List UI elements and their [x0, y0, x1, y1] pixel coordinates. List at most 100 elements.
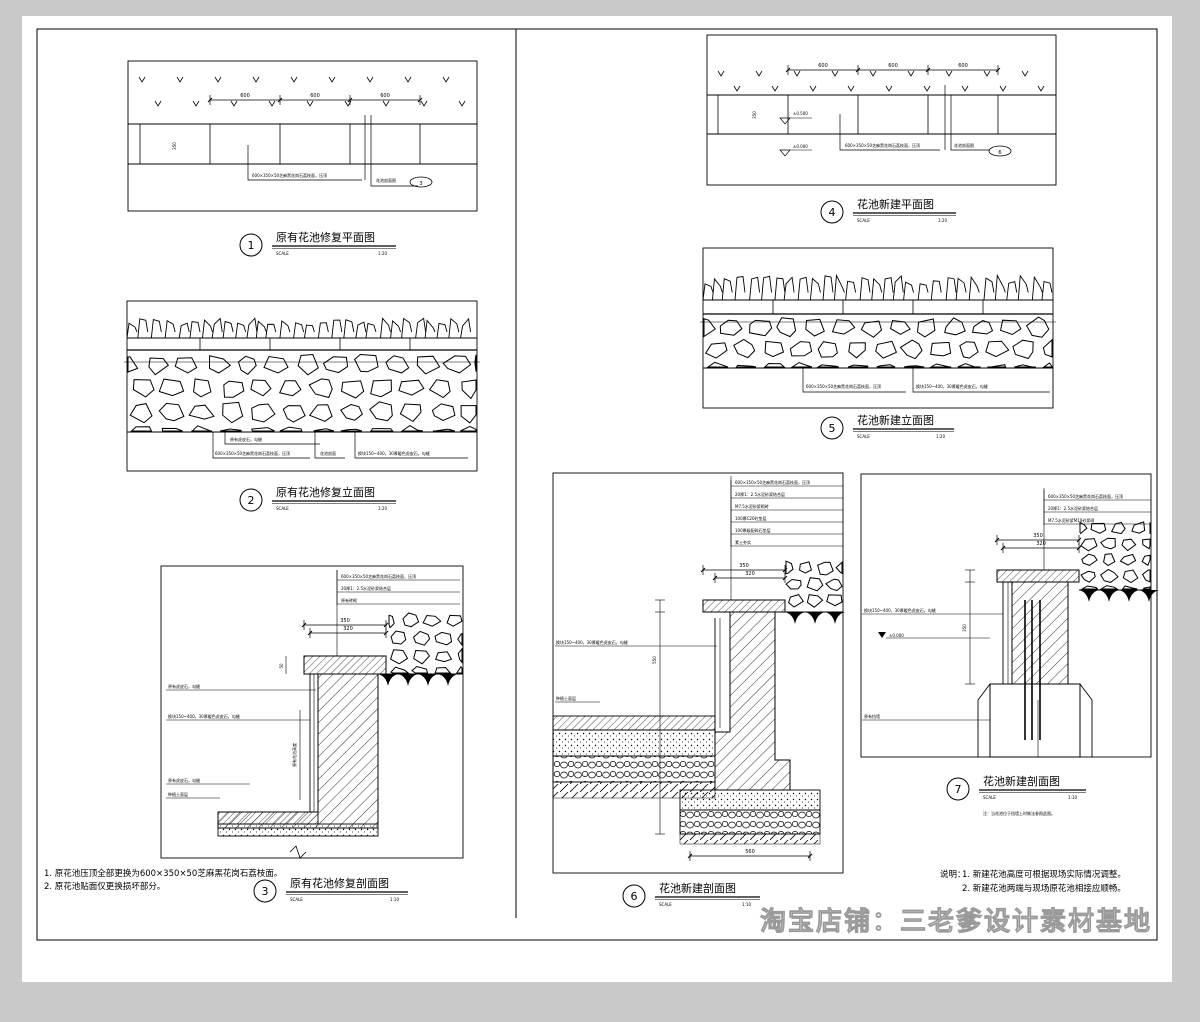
- cap-stone: [968, 275, 980, 301]
- drawing-number: 1: [248, 239, 255, 252]
- leader-line: [370, 124, 418, 187]
- drawing-number: 2: [248, 494, 255, 507]
- stone: [161, 427, 183, 432]
- dim-label: 600: [240, 93, 250, 99]
- watermark: 淘宝店铺：三老爹设计素材基地: [760, 906, 1151, 938]
- stone: [282, 405, 306, 423]
- cap-stone: [424, 319, 436, 339]
- stone: [1122, 569, 1139, 584]
- grass-mark: [1037, 85, 1045, 92]
- retaining-wall-edge: [977, 683, 1093, 757]
- layer-note: M7.5水泥砂浆砌砖: [735, 503, 769, 509]
- dim-slash: [782, 575, 788, 581]
- callout-text: 600×350×50芝麻黑花岗石荔枝面，压顶: [215, 450, 290, 456]
- callout: 600×350×50芝麻黑花岗石荔枝面，压顶: [802, 368, 906, 393]
- stone: [442, 355, 472, 374]
- grass-mark: [771, 85, 779, 92]
- stone: [188, 404, 215, 420]
- cap-stone: [137, 318, 149, 339]
- notes-right: 说明：1. 新建花池高度可根据现场实际情况调整。2. 新建花池两端与现场原花池相…: [940, 869, 1126, 894]
- cap-stone: [994, 273, 1006, 301]
- note-line: 1. 原花池压顶全部更换为600×350×50芝麻黑花岗石荔枝面。: [44, 868, 282, 879]
- callout-text: 花池剖面: [320, 450, 336, 456]
- coping-stone: [303, 655, 387, 675]
- section-note: 注：当花池位于挡墙上时做法参照此图。: [983, 810, 1055, 816]
- left-gravel-layer: [552, 755, 716, 783]
- section-6: 600×350×50芝麻黑花岗石荔枝面，压顶20厚1：2.5水泥砂浆结合层M7.…: [552, 472, 845, 874]
- grass-mark: [252, 76, 260, 83]
- stone: [191, 425, 213, 432]
- stone: [222, 401, 244, 424]
- stone: [1100, 537, 1116, 550]
- drawing-title: 原有花池修复剖面图: [290, 876, 389, 890]
- soil-tufts: [1079, 590, 1159, 602]
- leader-line: [247, 145, 362, 181]
- cap-stone: [460, 317, 472, 339]
- dim-slash: [1000, 545, 1006, 551]
- cap-stone: [202, 319, 213, 339]
- scale-ratio: 1:20: [936, 434, 945, 439]
- tuft: [398, 674, 418, 686]
- cap-stone: [721, 278, 733, 301]
- stone: [390, 630, 407, 645]
- stone: [1042, 362, 1053, 368]
- drawing-number-circle: [253, 879, 277, 903]
- stone: [904, 365, 925, 368]
- stone: [1099, 585, 1119, 590]
- layer-note: 原有砖砌: [341, 597, 357, 603]
- stone: [1080, 585, 1099, 590]
- dim-slash: [994, 537, 1000, 543]
- stone: [223, 380, 245, 398]
- section-ref: 3: [419, 181, 422, 187]
- left-label: 原有虎皮石，勾缝: [168, 683, 200, 689]
- drawing-number: 4: [829, 206, 836, 219]
- stone: [1042, 338, 1053, 358]
- stone: [158, 402, 185, 422]
- stone: [413, 649, 431, 665]
- cap-stone: [1017, 274, 1029, 301]
- stone: [817, 561, 834, 576]
- cap-stone: [390, 319, 402, 339]
- callout-text: 花池剖面图: [954, 142, 974, 148]
- layer-note: 100厚C20砼垫层: [735, 515, 767, 521]
- dim-slash: [1076, 545, 1082, 551]
- dimension-chain: 320: [307, 626, 389, 638]
- stone: [876, 364, 896, 368]
- stone: [308, 404, 333, 422]
- dim-label: 320: [343, 626, 353, 632]
- stone: [340, 428, 363, 432]
- dim-label: 350: [739, 563, 749, 569]
- cap-stone: [380, 317, 391, 339]
- left-concrete-layer: [552, 729, 716, 757]
- dim-label: 320: [1036, 541, 1046, 547]
- scale-label: SCALE: [857, 218, 870, 223]
- grass-mark: [458, 100, 466, 107]
- paper: [22, 16, 1172, 982]
- scale-ratio: 1:10: [742, 902, 751, 907]
- dimension-chain: 560: [687, 849, 813, 861]
- cap-stone: [871, 277, 883, 301]
- elevation-frame-5: [702, 247, 1054, 409]
- stone: [369, 401, 393, 422]
- cap-stone: [279, 320, 291, 339]
- stone: [339, 403, 363, 421]
- footing-concrete: [679, 789, 821, 811]
- callout-text: 原有虎皮石，勾缝: [230, 436, 262, 442]
- callout-text: 换块150~400，30厚暖色虎皮石，勾缝: [358, 450, 430, 456]
- grass-symbols: [717, 70, 1045, 92]
- dim-slash: [807, 853, 813, 859]
- cap-stone: [734, 275, 746, 301]
- cap-stone: [355, 321, 367, 339]
- leader-line: [314, 432, 345, 459]
- dim-slash: [417, 97, 423, 103]
- callout: 600×350×50芝麻黑花岗石荔枝面，压顶: [212, 432, 310, 459]
- stone: [929, 363, 952, 368]
- dim-slash: [925, 67, 931, 73]
- cap-stone: [317, 322, 329, 339]
- grass-mark: [214, 76, 222, 83]
- scale-label: SCALE: [276, 506, 289, 511]
- dim-slash: [782, 567, 788, 573]
- cap-stone: [822, 275, 834, 301]
